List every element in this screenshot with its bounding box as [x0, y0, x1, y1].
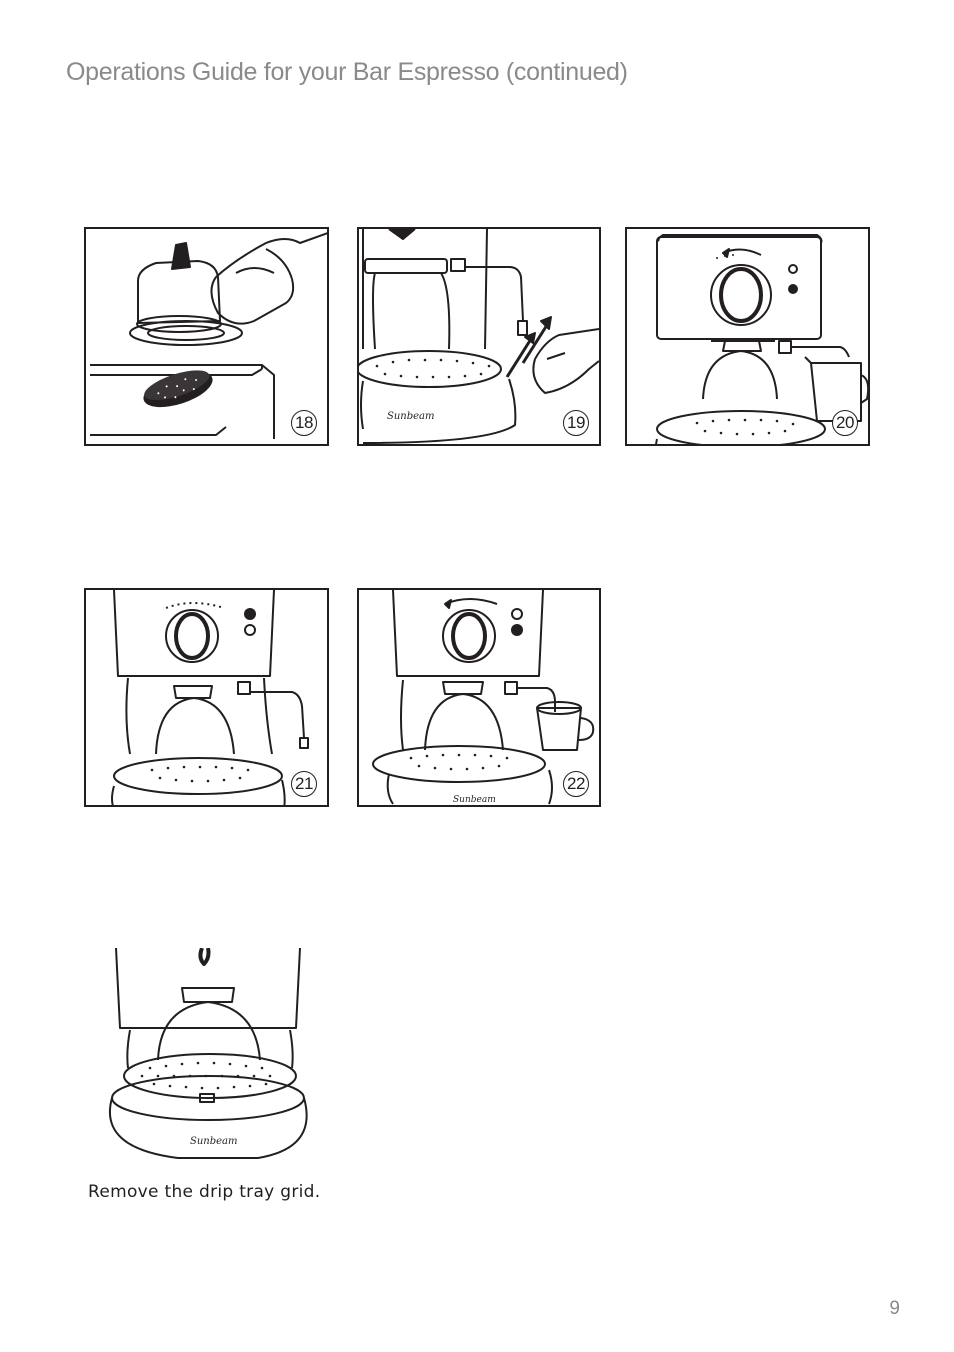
steam-jug-illustration	[655, 234, 868, 444]
brand-mark: Sunbeam	[453, 795, 496, 805]
filter-holder-illustration	[90, 232, 327, 439]
step-number-badge: 20	[832, 410, 858, 436]
page-number: 9	[889, 1298, 900, 1319]
step-panel-22: Sunbeam 22	[357, 588, 601, 807]
step-panel-21: 21	[84, 588, 329, 807]
step-number-badge: 18	[291, 410, 317, 436]
steam-cup-illustration: Sunbeam	[372, 590, 595, 805]
drip-tray-illustration: Sunbeam	[98, 947, 318, 1164]
brand-mark: Sunbeam	[387, 411, 435, 422]
steam-wand-illustration: Sunbeam	[359, 229, 599, 444]
brand-mark: Sunbeam	[190, 1136, 238, 1147]
step-number-badge: 19	[563, 410, 589, 436]
page-title: Operations Guide for your Bar Espresso (…	[66, 58, 628, 86]
step-panel-20: 20	[625, 227, 870, 446]
step-number-badge: 21	[291, 771, 317, 797]
step-panel-18: 18	[84, 227, 329, 446]
step-panel-19: Sunbeam 19	[357, 227, 601, 446]
dial-off-illustration	[111, 590, 309, 805]
step-number-badge: 22	[563, 771, 589, 797]
figure-caption: Remove the drip tray grid.	[88, 1182, 321, 1202]
